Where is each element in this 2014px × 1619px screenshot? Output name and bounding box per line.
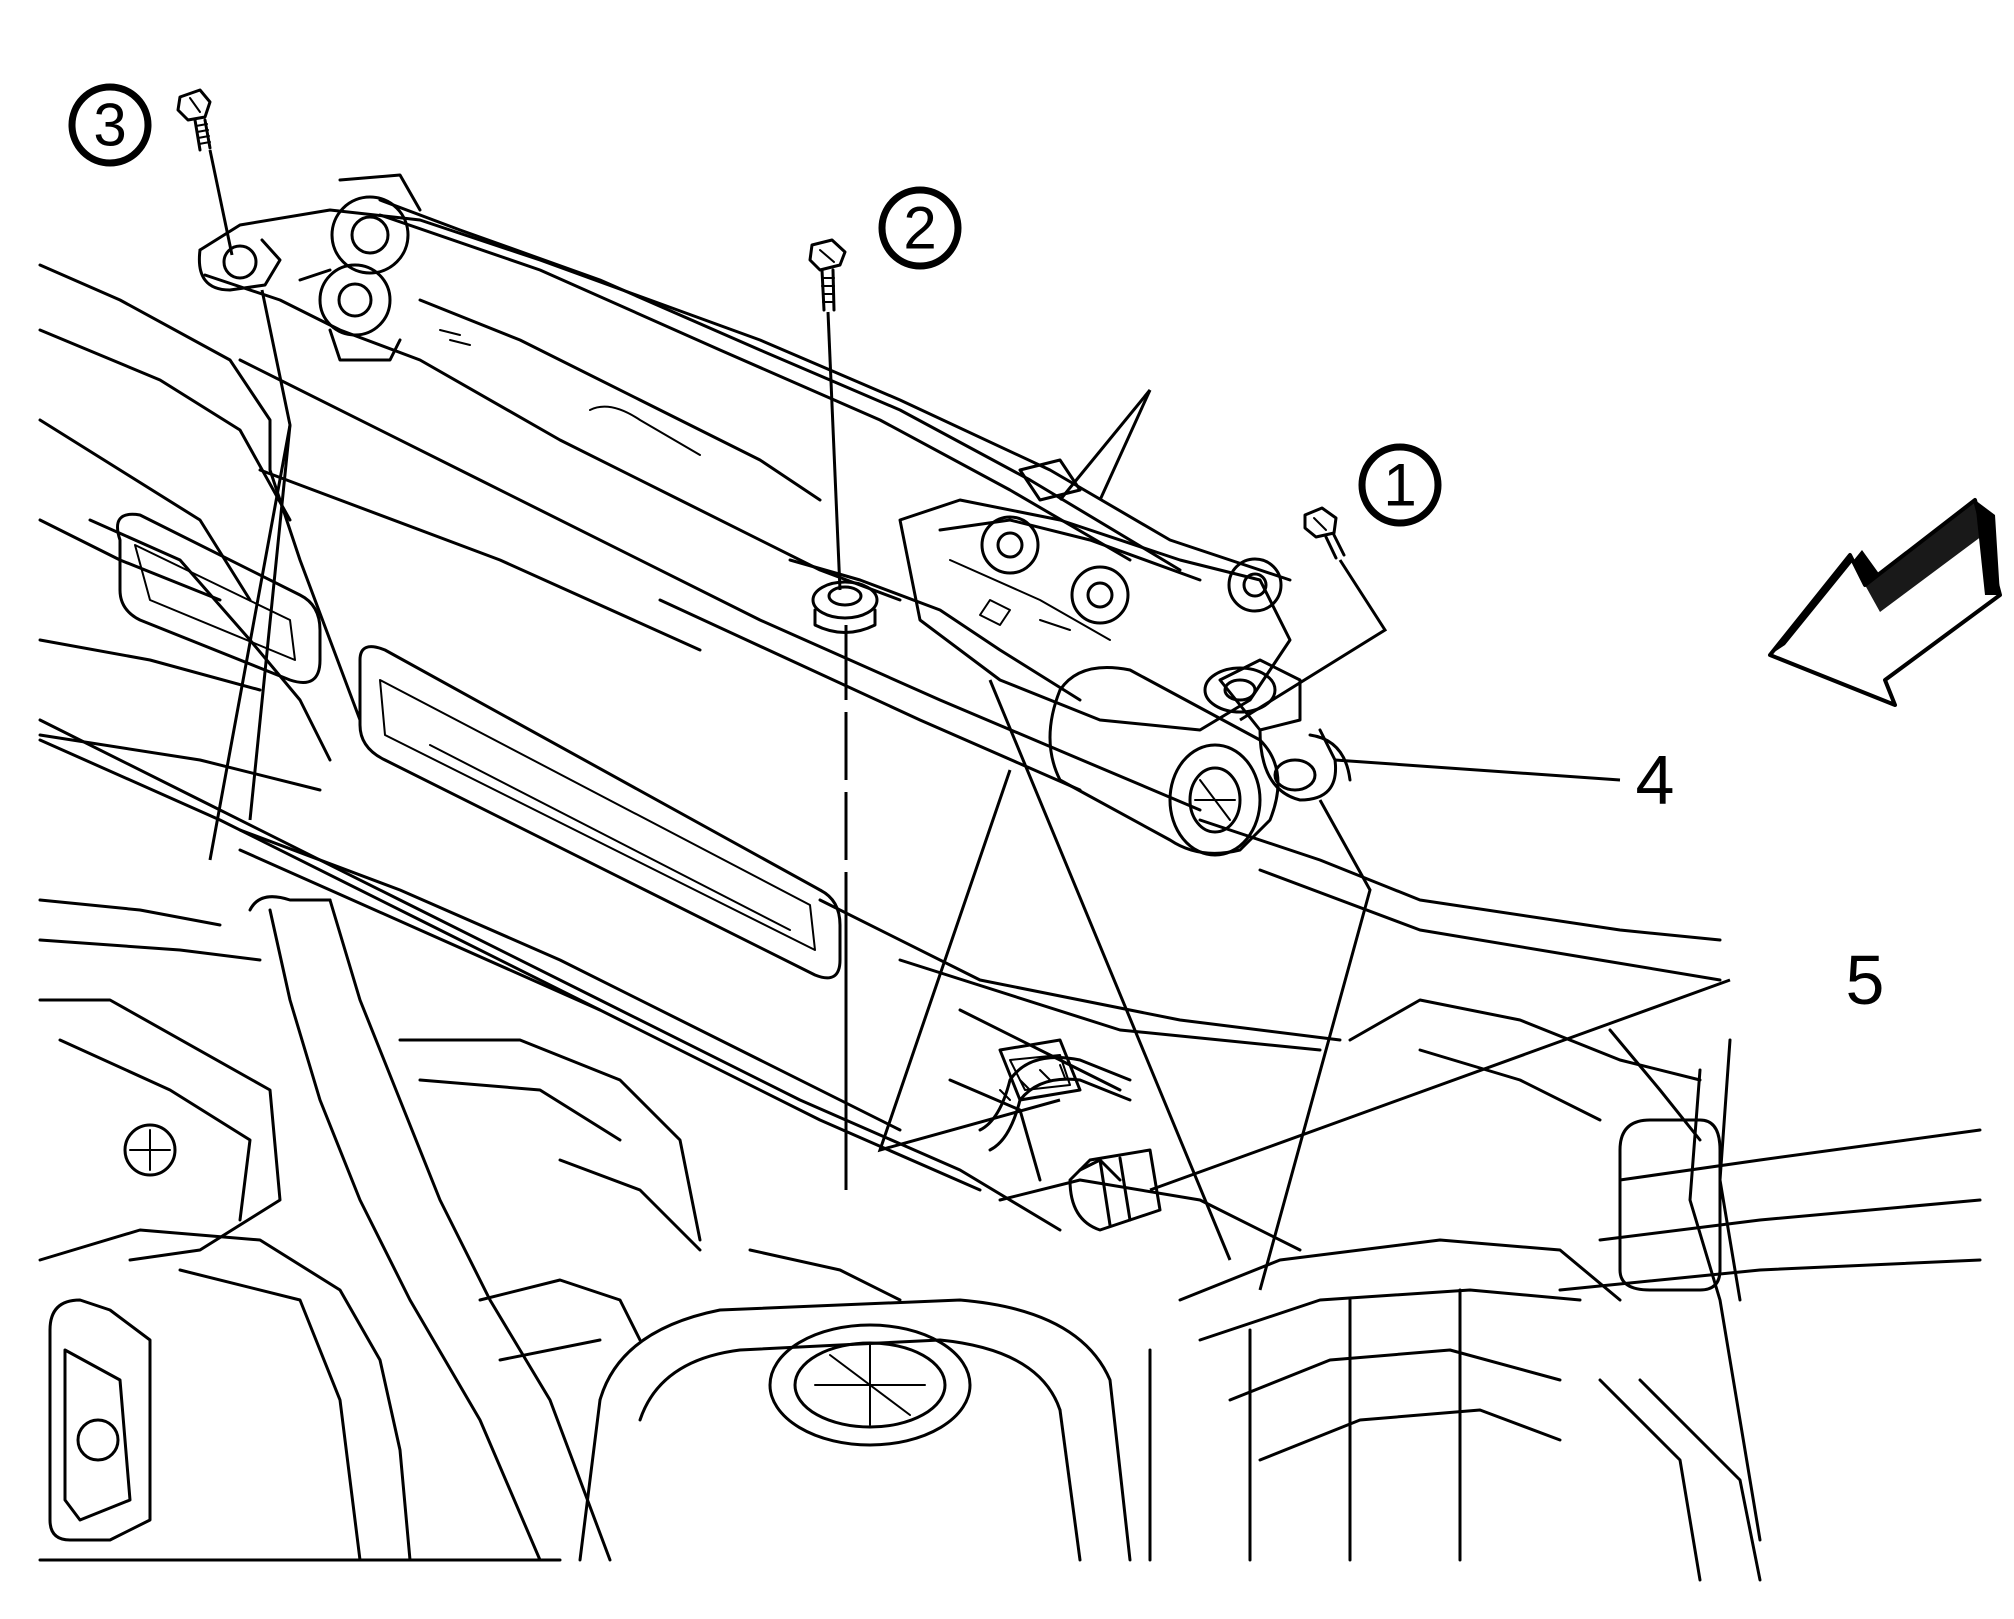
callout-3: 3 [68, 83, 152, 167]
callout-1-label: 1 [1383, 452, 1416, 519]
callout-5-label: 5 [1846, 941, 1885, 1019]
callout-1: 1 [1358, 443, 1442, 527]
bolt-1 [1303, 506, 1346, 560]
callout-2: 2 [878, 186, 962, 270]
cowl-panel-structure [38, 263, 1982, 1582]
bolt-2 [808, 238, 847, 312]
bolt-icon [176, 88, 1346, 560]
direction-arrow-icon [1768, 498, 2002, 707]
callout-5: 5 [1846, 941, 1885, 1019]
electrical-connector [1068, 1148, 1162, 1232]
callout-3-label: 3 [93, 92, 126, 159]
leader-lines [208, 149, 1731, 1291]
callout-4-label: 4 [1636, 741, 1675, 819]
wiper-transmission-linkage [197, 173, 1352, 857]
wiring-harness [978, 1056, 1132, 1182]
callout-4: 4 [1636, 741, 1675, 819]
bolt-3 [176, 88, 212, 152]
callout-2-label: 2 [903, 195, 936, 262]
